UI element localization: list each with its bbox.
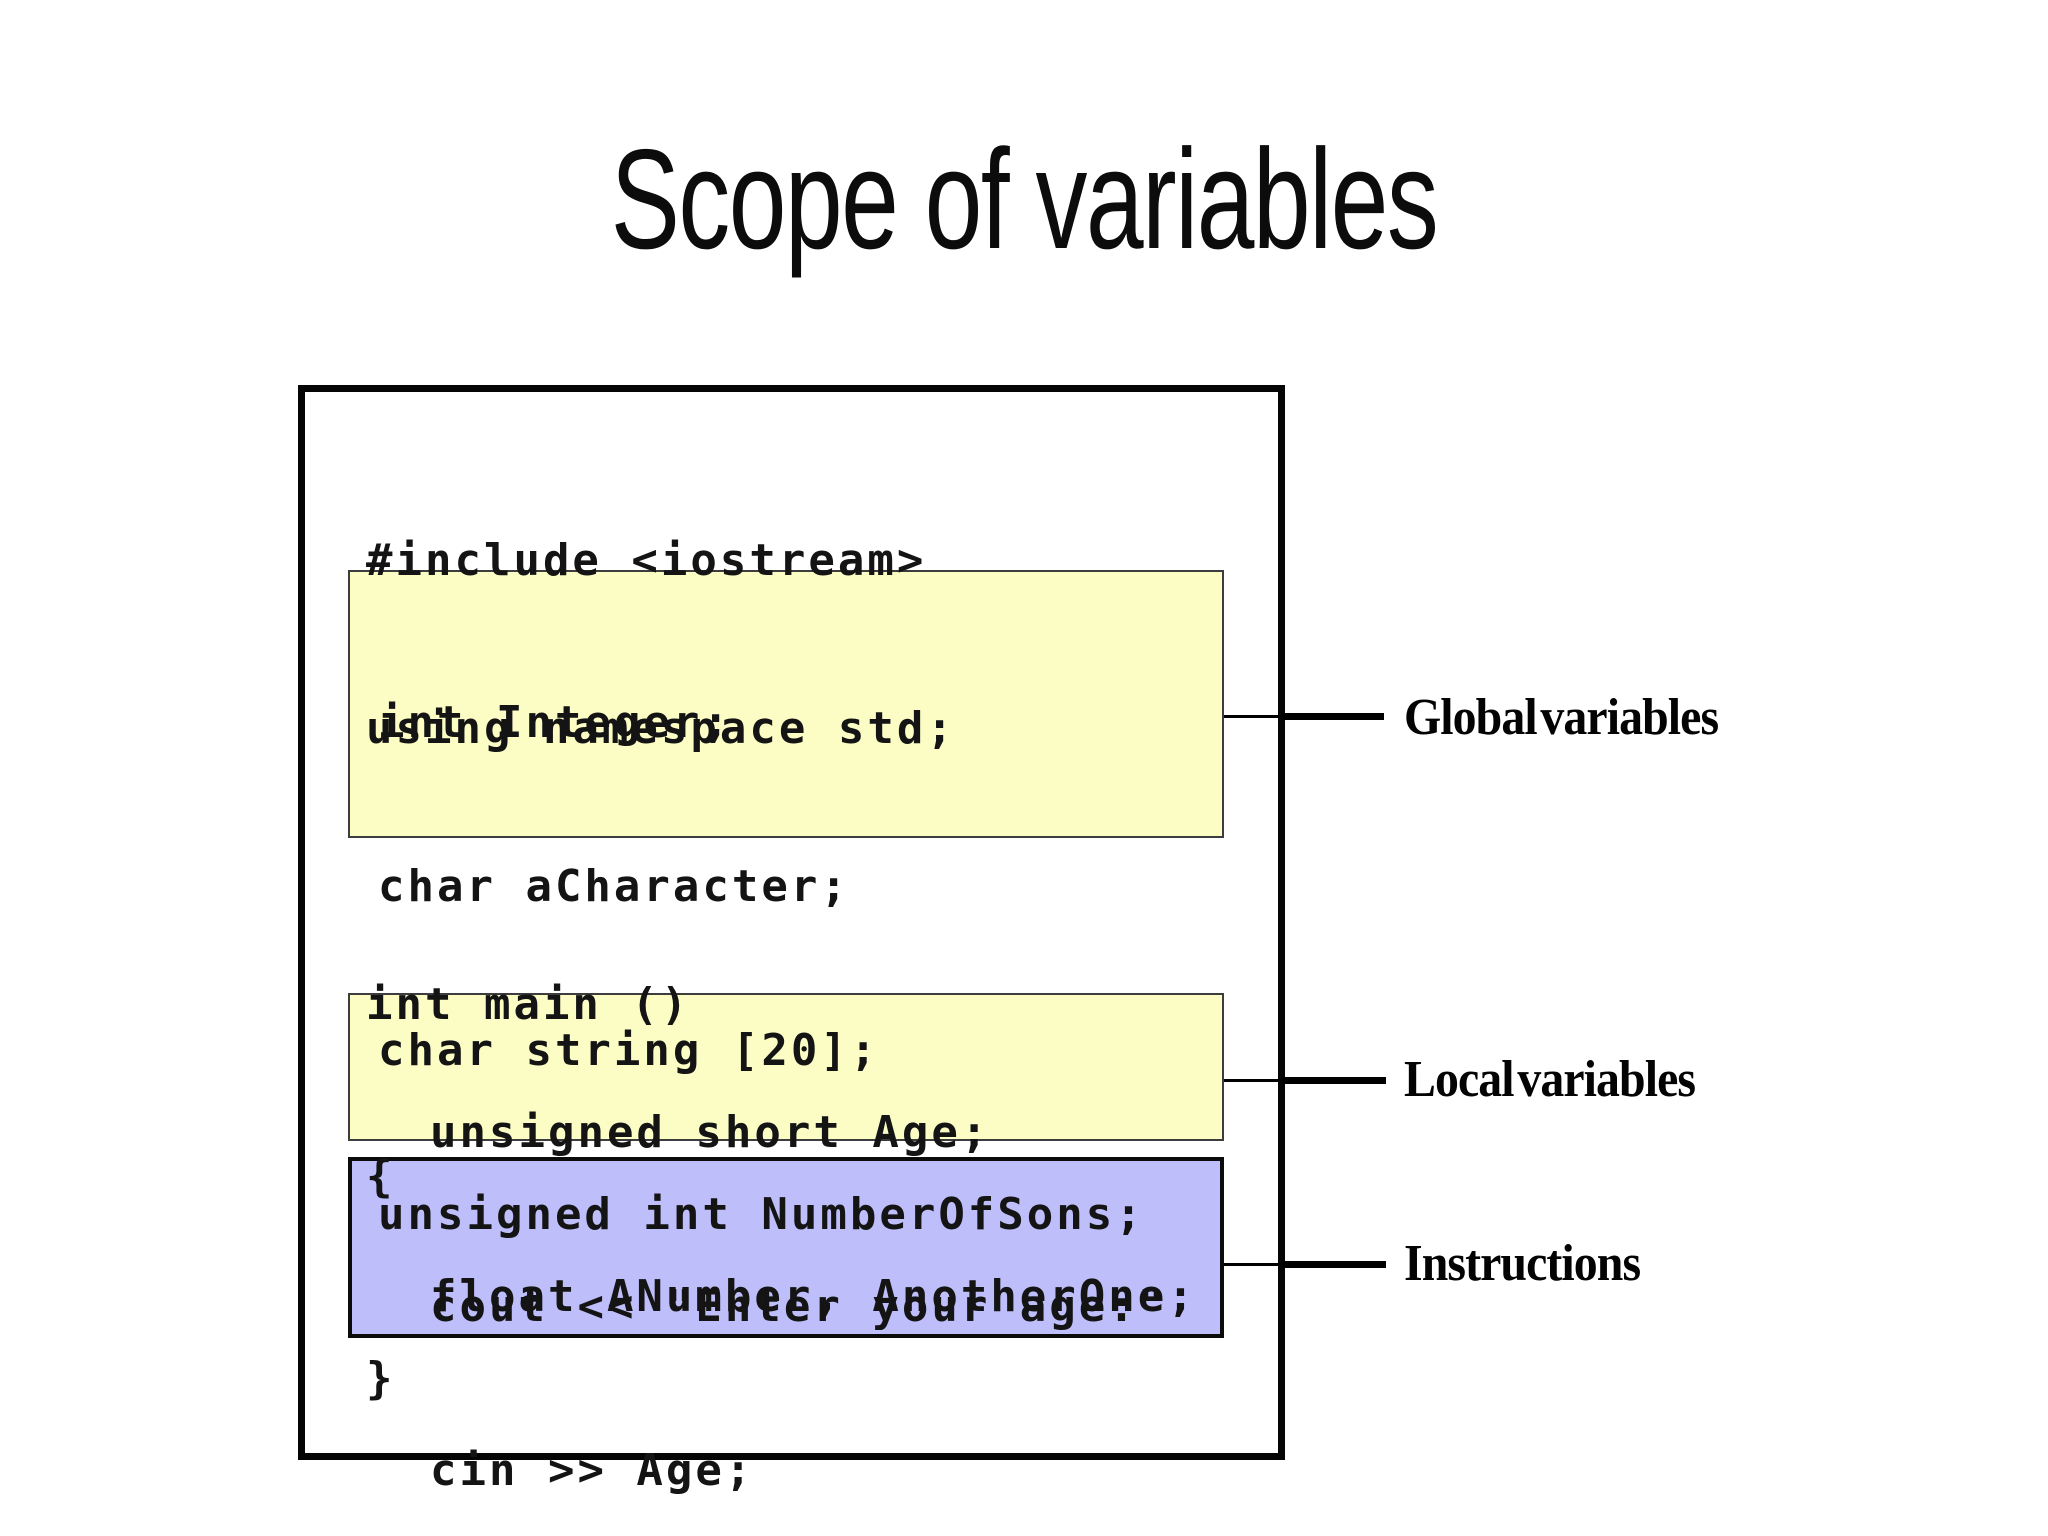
code-line-instr-1: cout << "Enter your age:": [430, 1281, 1168, 1332]
code-line-local-1: unsigned short Age;: [430, 1107, 991, 1158]
code-line-global-4: unsigned int NumberOfSons;: [378, 1189, 1145, 1240]
code-line-namespace: using namespace std;: [366, 703, 956, 754]
code-line-main: int main (): [366, 979, 691, 1030]
global-connector-line: [1224, 715, 1284, 718]
local-connector-line-thick: [1282, 1077, 1386, 1084]
code-line-local-2: float ANumber, AnotherOne;: [430, 1271, 1197, 1322]
global-variables-label: Global variables: [1404, 689, 1719, 746]
code-line-global-2: char aCharacter;: [378, 861, 850, 912]
code-line-open-brace: {: [366, 1151, 396, 1202]
header-code: #include <iostream> using namespace std;: [366, 426, 956, 864]
instructions-connector-line: [1224, 1263, 1284, 1266]
local-variables-label: Local variables: [1404, 1051, 1696, 1108]
code-line-instr-2: cin >> Age;: [430, 1445, 755, 1496]
code-line-include: #include <iostream>: [366, 535, 927, 586]
local-variables-box: [348, 993, 1224, 1141]
local-variables-code: unsigned short Age; float ANumber, Anoth…: [430, 1000, 1197, 1430]
code-line-global-1: int Integer;: [378, 697, 732, 748]
global-connector-line-thick: [1282, 713, 1384, 720]
global-variables-box: [348, 570, 1224, 838]
code-line-close-brace: }: [366, 1353, 396, 1404]
instructions-box: [348, 1157, 1224, 1338]
instructions-label: Instructions: [1404, 1235, 1641, 1292]
global-variables-code: int Integer; char aCharacter; char strin…: [378, 590, 1145, 1348]
instructions-connector-line-thick: [1282, 1261, 1386, 1268]
local-connector-line: [1224, 1079, 1284, 1082]
code-line-global-3: char string [20];: [378, 1025, 880, 1076]
page-title: Scope of variables: [610, 120, 1439, 279]
main-function-code: int main () {: [366, 868, 690, 1314]
instructions-code: cout << "Enter your age:" cin >> Age; ..…: [430, 1174, 1167, 1536]
